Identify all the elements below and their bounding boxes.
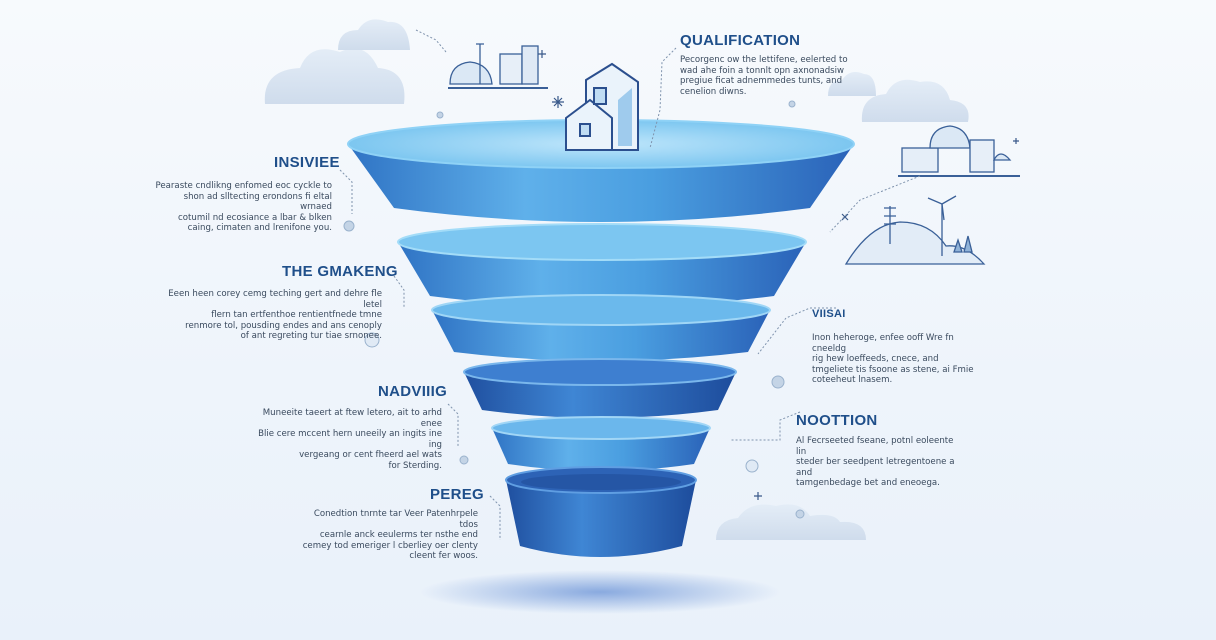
city-buildings-icon [448,43,548,89]
heading-qualification: QUALIFICATION [680,32,801,49]
funnel-tier-6 [505,466,697,557]
heading-noottion: NOOTTION [796,412,878,429]
funnel [347,119,855,557]
text-the-gmakeng: Eeen heen corey cemg teching gert and de… [168,289,382,342]
heading-insiviee: INSIVIEE [274,154,340,171]
decorative-dots [343,100,805,519]
text-pereg: Conedtion tnrnte tar Veer Patenhrpele td… [302,509,478,562]
text-viisai: Inon heheroge, enfee ooff Wre fn cneeldg… [812,333,974,386]
wind-turbine-icon [844,195,986,265]
heading-nadviiig: NADVIIIG [378,383,448,400]
cloud-icon [264,19,969,540]
heading-pereg: PEREG [430,486,485,503]
funnel-shadow [420,570,780,614]
house-icon [565,62,639,151]
heading-the-gmakeng: THE GMAKENG [282,263,398,280]
connector-lines [339,29,921,540]
funnel-tier-5 [491,416,711,471]
text-nadviiig: Muneeite taeert at ftew letero, ait to a… [258,408,442,471]
funnel-tier-4 [463,358,737,418]
text-insiviee: Pearaste cndlikng enfomed eoc cyckle to … [155,181,332,234]
funnel-tier-2 [397,223,807,307]
heading-viisai: VIISAI [812,308,846,320]
city-buildings-icon [898,125,1020,177]
funnel-tier-3 [431,294,771,361]
funnel-tier-1 [347,119,855,222]
text-qualification: Pecorgenc ow the lettifene, eelerted to … [680,55,848,97]
sparkle-icon [538,50,1019,500]
text-noottion: Al Fecrseeted fseane, potnl eoleente lin… [796,436,955,489]
